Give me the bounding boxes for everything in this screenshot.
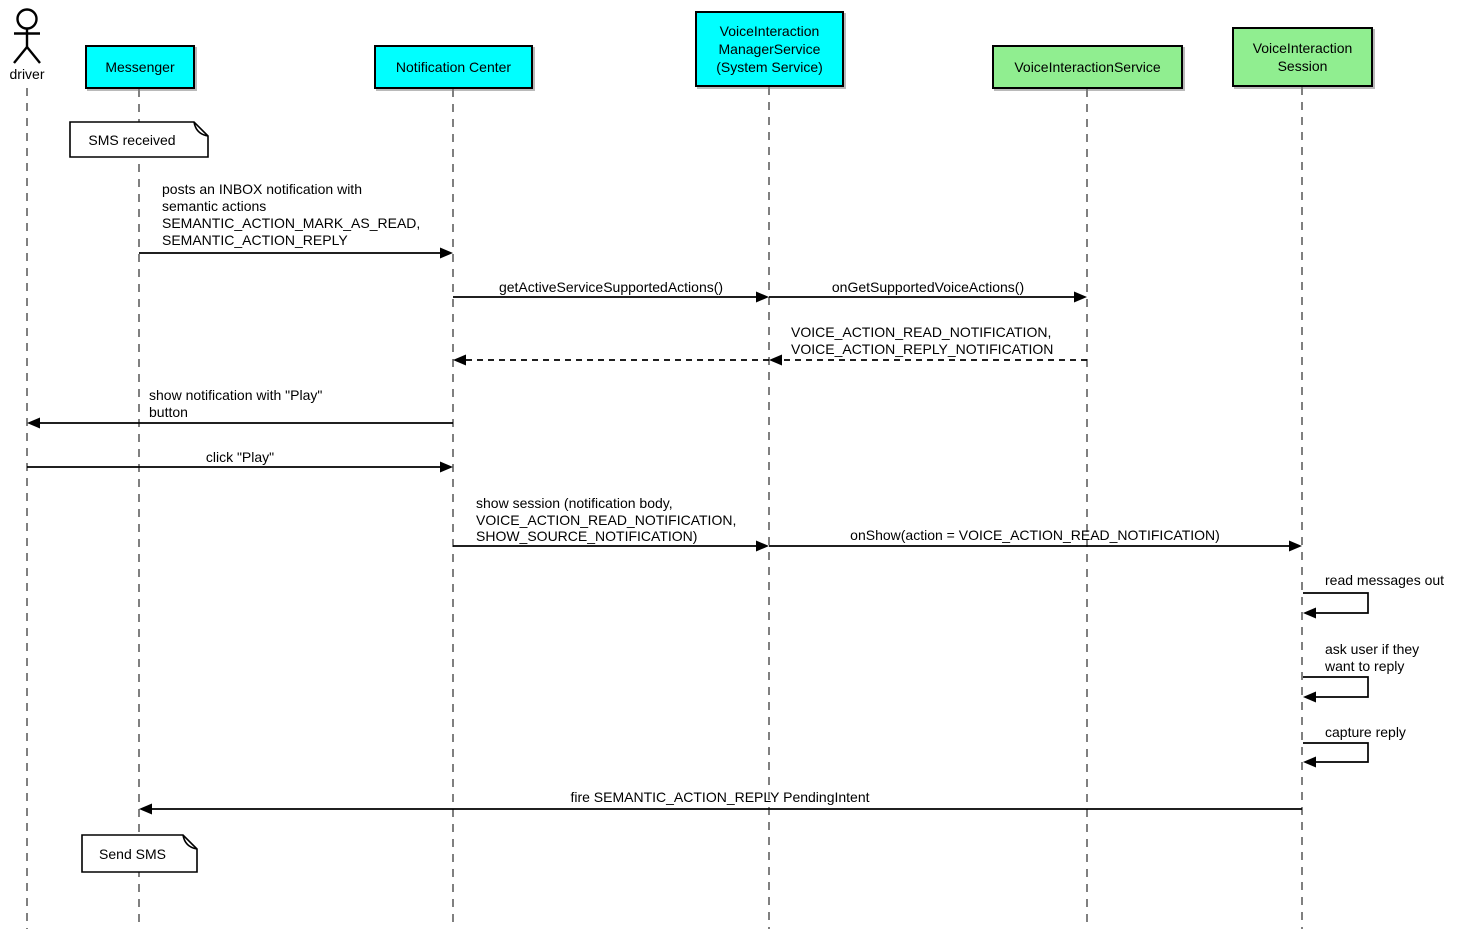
self-arrow-ask-user-reply: [1303, 676, 1369, 703]
arrow-show-notification-with-play: [27, 417, 453, 429]
participant-voiceinteraction-session: VoiceInteraction Session: [1232, 27, 1373, 87]
self-arrow-read-messages-out: [1303, 592, 1369, 619]
message-label-read-messages-out: read messages out: [1325, 572, 1445, 588]
message-label-get-active-service-supported-actions: getActiveServiceSupportedActions(): [498, 279, 724, 295]
arrow-show-session: [453, 540, 769, 552]
self-arrow-capture-reply: [1303, 742, 1369, 768]
participant-notification-center: Notification Center: [374, 45, 533, 89]
arrow-get-active-service-supported-actions: [453, 291, 769, 303]
arrow-return-voice-actions-segment-2: [453, 354, 769, 366]
message-label-fire-semantic-action-reply: fire SEMANTIC_ACTION_REPLY PendingIntent: [570, 789, 870, 805]
arrow-fire-semantic-action-reply: [139, 803, 1302, 815]
participant-voiceinteraction-managerservice-label: VoiceInteraction ManagerService (System …: [716, 23, 823, 75]
arrow-on-get-supported-voice-actions: [769, 291, 1087, 303]
lifelines: [26, 87, 1303, 929]
message-arrows: [27, 247, 1369, 815]
note-sms-received: SMS received: [88, 131, 176, 148]
message-label-return-voice-actions: VOICE_ACTION_READ_NOTIFICATION, VOICE_AC…: [791, 324, 1054, 357]
participant-voiceinteraction-session-label: VoiceInteraction Session: [1252, 40, 1353, 74]
note-shape-sms-received: [69, 121, 209, 158]
message-label-show-session: show session (notification body, VOICE_A…: [476, 495, 737, 544]
note-shape-send-sms: [81, 834, 198, 873]
arrow-posts-inbox-notification: [139, 247, 453, 259]
message-label-show-notification-with-play: show notification with "Play" button: [149, 387, 323, 420]
participant-messenger-label: Messenger: [105, 59, 175, 75]
message-label-ask-user-reply: ask user if they want to reply: [1325, 641, 1420, 674]
arrow-return-voice-actions-segment-1: [769, 354, 1087, 366]
participant-voiceinteractionservice-label: VoiceInteractionService: [1014, 59, 1161, 75]
actor-driver-label: driver: [9, 66, 45, 82]
arrow-on-show: [769, 540, 1302, 552]
message-label-on-show: onShow(action = VOICE_ACTION_READ_NOTIFI…: [850, 527, 1220, 543]
participant-voiceinteractionservice: VoiceInteractionService: [992, 45, 1183, 89]
arrow-click-play: [27, 461, 453, 473]
note-send-sms: Send SMS: [99, 845, 166, 862]
message-label-click-play: click "Play": [205, 449, 275, 465]
message-label-capture-reply: capture reply: [1325, 724, 1406, 740]
actor-driver-icon: [13, 8, 41, 64]
participant-notification-center-label: Notification Center: [395, 59, 512, 75]
note-shapes: [69, 121, 209, 873]
participant-voiceinteraction-managerservice: VoiceInteraction ManagerService (System …: [695, 11, 844, 87]
message-label-on-get-supported-voice-actions: onGetSupportedVoiceActions(): [831, 279, 1025, 295]
message-label-posts-inbox-notification: posts an INBOX notification with semanti…: [162, 181, 421, 248]
participant-messenger: Messenger: [85, 45, 195, 89]
